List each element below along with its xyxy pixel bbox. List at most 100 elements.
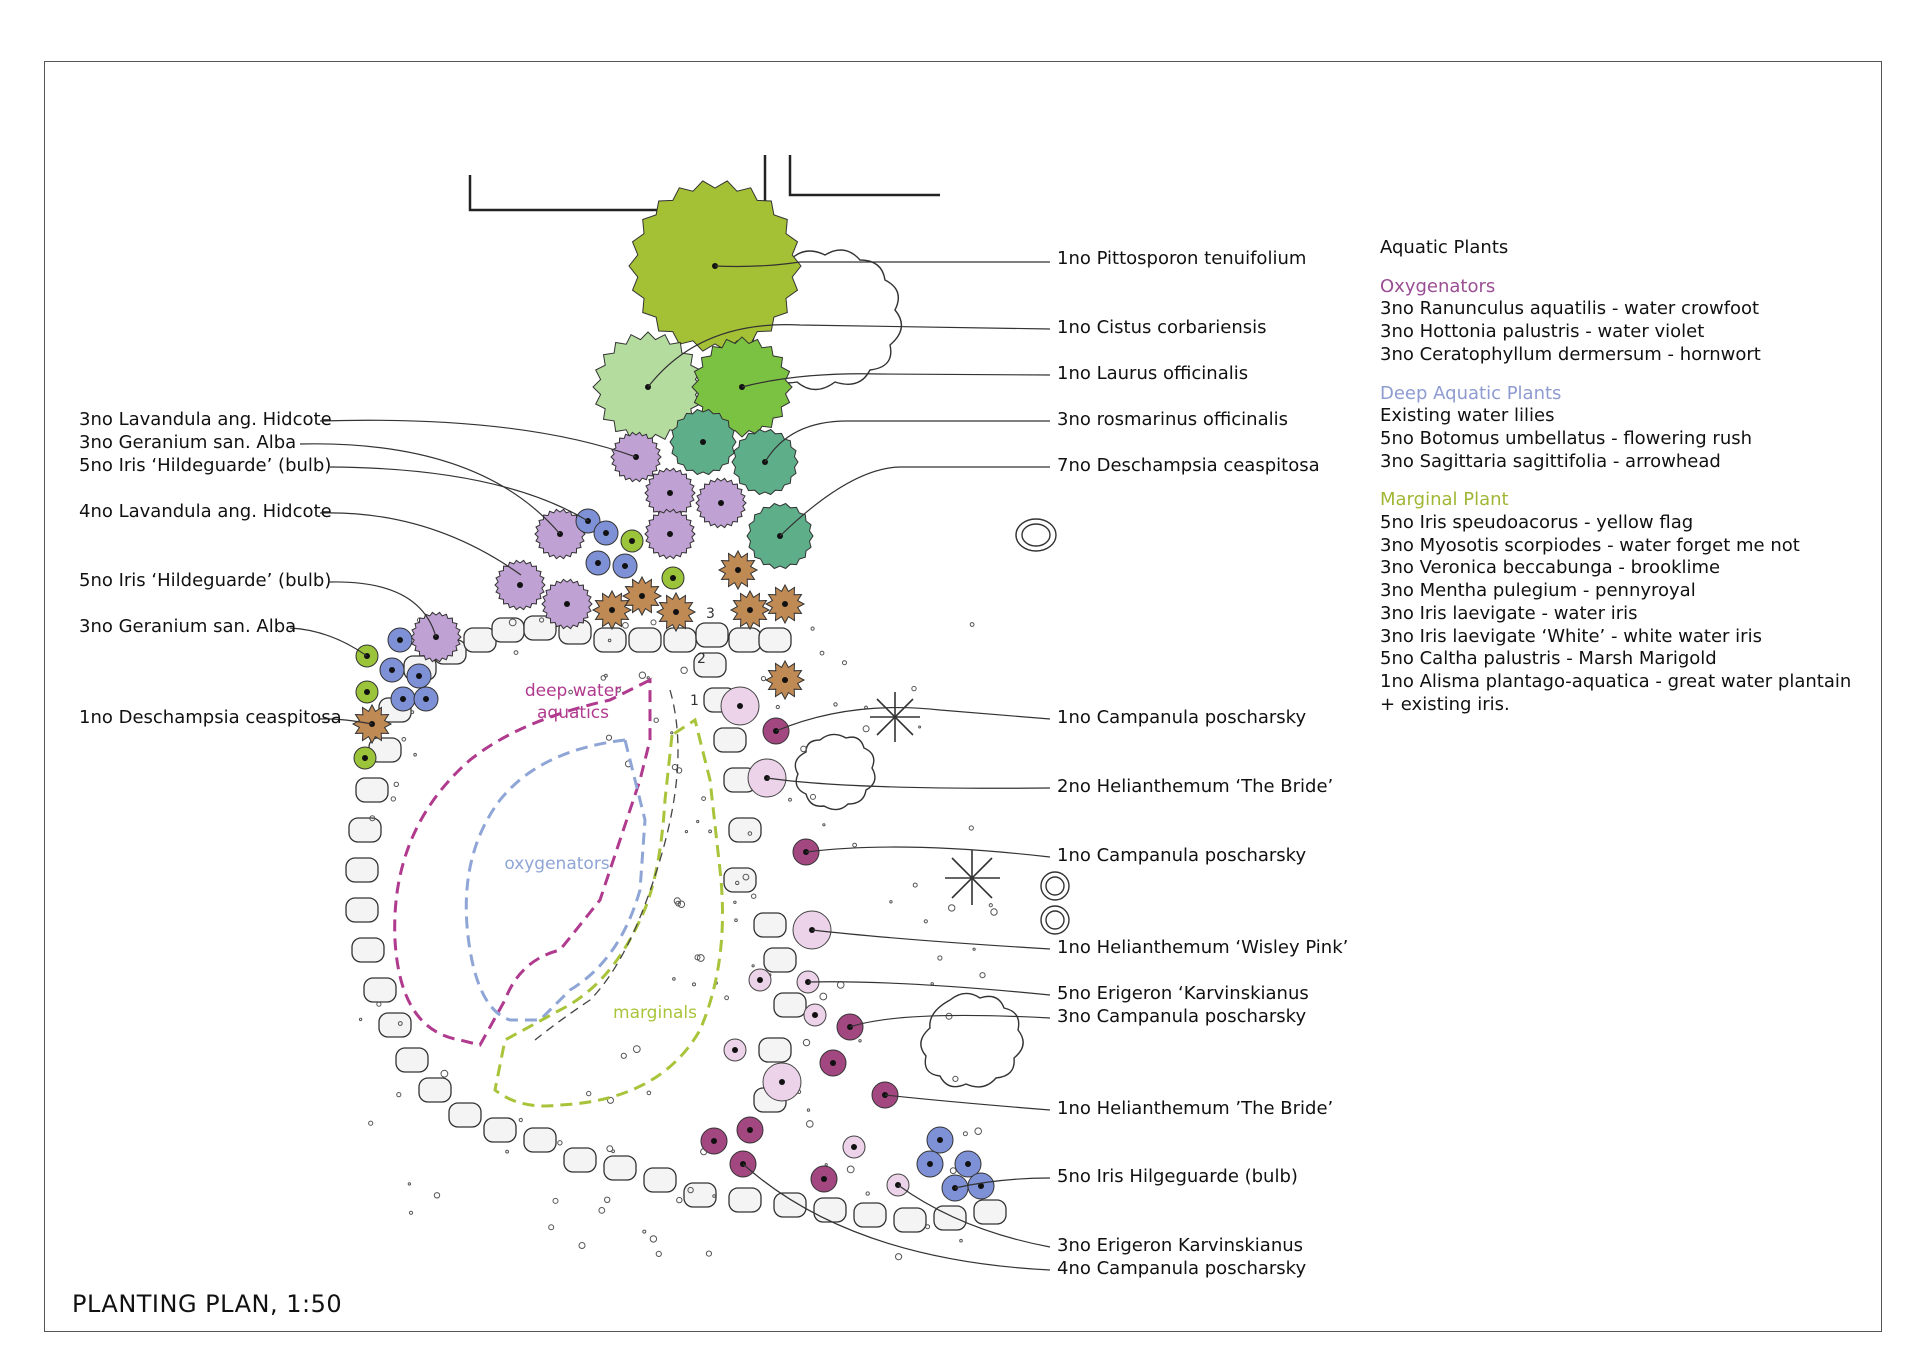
leader-line	[954, 1177, 1051, 1189]
gravel-dot	[862, 725, 870, 733]
plant-centre-dot	[517, 582, 523, 588]
gravel-dot	[670, 731, 674, 735]
gravel-dot	[598, 1207, 606, 1214]
gravel-dot	[604, 1196, 611, 1204]
plant-centre-dot	[622, 563, 628, 569]
plant-centre-dot	[782, 601, 788, 607]
gravel-dot	[705, 1250, 713, 1257]
aquatic-plants-legend: Aquatic Plants Oxygenators 3no Ranunculu…	[1380, 237, 1851, 716]
legend-group-title: Deep Aquatic Plants	[1380, 382, 1562, 404]
edge-stone	[603, 1155, 637, 1181]
step-stones-numbers: 3 2 1	[690, 606, 715, 709]
edge-stone	[663, 627, 697, 653]
edge-stone	[643, 1167, 677, 1193]
gravel-dot	[518, 1117, 523, 1123]
edge-stone	[683, 1182, 717, 1208]
oxygenators-boundary	[464, 738, 647, 1022]
gravel-dot	[607, 638, 612, 643]
plant-centre-dot	[978, 1183, 984, 1189]
plant-centre-dot	[821, 1176, 827, 1182]
plant-centre-dot	[639, 593, 645, 599]
gravel-dot	[701, 796, 706, 801]
gravel-dot	[505, 1149, 510, 1154]
gravel-dot	[692, 982, 696, 987]
gravel-dot	[833, 702, 838, 707]
plant-centre-dot	[711, 1138, 717, 1144]
gravel-dot	[440, 1069, 449, 1078]
gravel-dot	[606, 1145, 614, 1153]
edge-stone	[348, 817, 382, 843]
leader-line	[329, 466, 589, 522]
leader-lines	[289, 261, 1051, 1271]
step-number: 1	[690, 693, 699, 709]
leader-line	[775, 706, 1051, 732]
gravel-dot	[968, 825, 974, 831]
plant-centre-dot	[747, 607, 753, 613]
plan-title: PLANTING PLAN, 1:50	[72, 1290, 343, 1318]
plant-centre-dot	[673, 609, 679, 615]
plant-centre-dot	[595, 560, 601, 566]
gravel-dot	[607, 1096, 614, 1104]
label-lavandula-4: 4no Lavandula ang. Hidcote	[79, 501, 332, 522]
gravel-dot	[949, 1167, 957, 1175]
edge-stone	[763, 947, 797, 973]
plant-centre-dot	[667, 531, 673, 537]
legend-item: 5no Botomus umbellatus - flowering rush	[1380, 427, 1753, 449]
gravel-dot	[742, 873, 750, 881]
gravel-dot	[760, 676, 767, 682]
gravel-dot	[650, 619, 657, 626]
edge-stone	[345, 857, 379, 883]
gravel-dot	[945, 1012, 953, 1020]
gravel-dot	[368, 1120, 374, 1126]
edge-stone	[345, 897, 379, 923]
gravel-dot	[358, 1017, 363, 1022]
edge-stone	[813, 1197, 847, 1223]
gravel-dot	[408, 1210, 414, 1215]
label-erigeron-3: 3no Erigeron Karvinskianus	[1057, 1235, 1304, 1256]
plant-symbols	[351, 180, 995, 1202]
gravel-dot	[632, 1045, 641, 1053]
gravel-dot	[508, 618, 517, 627]
leader-line	[319, 419, 637, 458]
edge-stone	[973, 1199, 1007, 1225]
edge-stone	[728, 1187, 762, 1213]
legend-item: + existing iris.	[1380, 693, 1510, 715]
gravel-dot	[684, 830, 689, 834]
gravel-dot	[675, 900, 681, 907]
label-deschampsia-7: 7no Deschampsia ceaspitosa	[1057, 455, 1320, 476]
gravel-dot	[889, 900, 893, 904]
gravel-dot	[376, 1001, 382, 1007]
leader-line	[714, 261, 1050, 268]
plant-centre-dot	[718, 500, 724, 506]
edge-stone	[351, 937, 385, 963]
legend-item: 3no Ceratophyllum dermersum - hornwort	[1380, 343, 1761, 365]
label-pittosporum: 1no Pittosporon tenuifolium	[1057, 248, 1307, 269]
legend-item: 3no Iris laevigate - water iris	[1380, 602, 1638, 624]
legend-item: 3no Hottonia palustris - water violet	[1380, 321, 1705, 343]
plant-centre-dot	[609, 607, 615, 613]
label-campanula-1: 1no Campanula poscharsky	[1057, 707, 1307, 728]
leader-line	[741, 373, 1051, 388]
edge-stone	[723, 867, 757, 893]
gravel-dot	[696, 954, 705, 962]
gravel-dot	[413, 752, 417, 757]
gravel-dot	[586, 1090, 592, 1097]
edge-stone	[483, 1117, 517, 1143]
legend-item: Existing water lilies	[1380, 405, 1555, 427]
plant-centre-dot	[362, 755, 368, 761]
plant-centre-dot	[779, 1079, 785, 1085]
gravel-dot	[852, 842, 857, 848]
plant-centre-dot	[937, 1137, 943, 1143]
label-helianthemum-wisley: 1no Helianthemum ‘Wisley Pink’	[1057, 937, 1349, 958]
plant-centre-dot	[423, 696, 429, 702]
label-rosmarinus: 3no rosmarinus officinalis	[1057, 409, 1289, 430]
edge-stone	[758, 627, 792, 653]
plant-centre-dot	[629, 538, 635, 544]
gravel-dot	[433, 1192, 441, 1199]
deep-water-boundary	[393, 677, 652, 1047]
edge-stone	[773, 1192, 807, 1218]
gravel-dot	[724, 995, 729, 1001]
plant-centre-dot	[364, 689, 370, 695]
gravel-dot	[649, 1235, 658, 1243]
gravel-dot	[620, 1052, 627, 1059]
